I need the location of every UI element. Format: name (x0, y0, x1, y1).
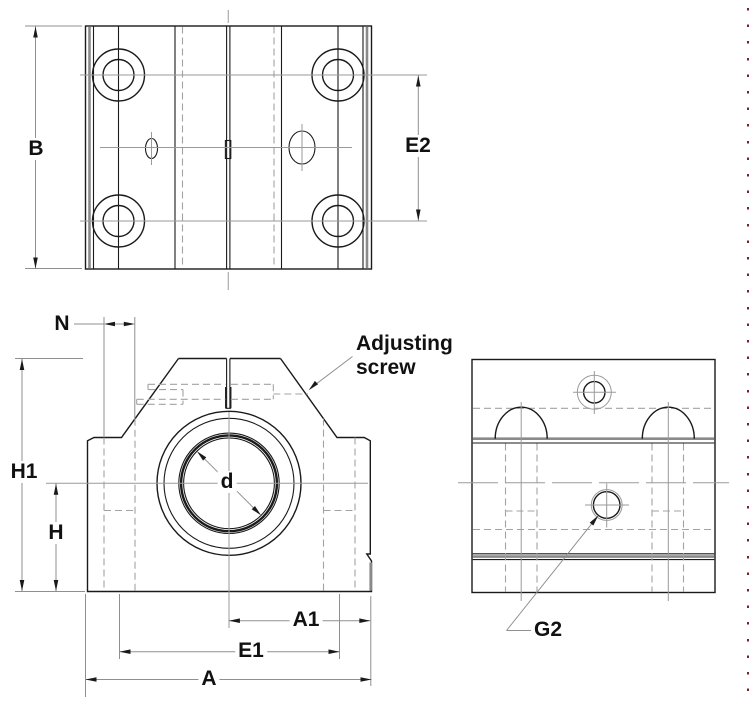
dim-N (74, 317, 136, 437)
adjusting-screw-note: Adjusting screw (356, 332, 453, 379)
dim-d (196, 451, 262, 516)
page-edge-dots (746, 8, 749, 704)
clamp-slot-front (225, 358, 232, 409)
dim-label-H1: H1 (7, 460, 41, 484)
dim-label-G2: G2 (530, 618, 566, 642)
top-view (80, 10, 427, 290)
dim-label-d: d (217, 470, 237, 494)
dim-E1 (119, 594, 340, 659)
dim-label-E2: E2 (402, 134, 434, 158)
dim-label-A1: A1 (289, 608, 323, 632)
front-view (46, 357, 373, 628)
dim-label-H: H (45, 521, 67, 545)
hidden-mounting-holes-side (504, 443, 685, 592)
hidden-adjusting-screw-hole (136, 383, 308, 405)
g2-hole (585, 483, 629, 528)
dim-label-A: A (198, 667, 220, 691)
dim-label-B: B (25, 137, 47, 161)
dim-label-E1: E1 (235, 639, 267, 663)
leader-G2 (506, 515, 599, 631)
adjusting-screw-hole-side (573, 371, 616, 414)
leader-adjusting-screw (308, 356, 353, 391)
hidden-mounting-holes-front (103, 418, 356, 592)
dim-A (85, 594, 372, 697)
side-view (458, 358, 729, 601)
clamp-slot-mark (224, 139, 232, 160)
dim-label-N: N (51, 312, 73, 336)
